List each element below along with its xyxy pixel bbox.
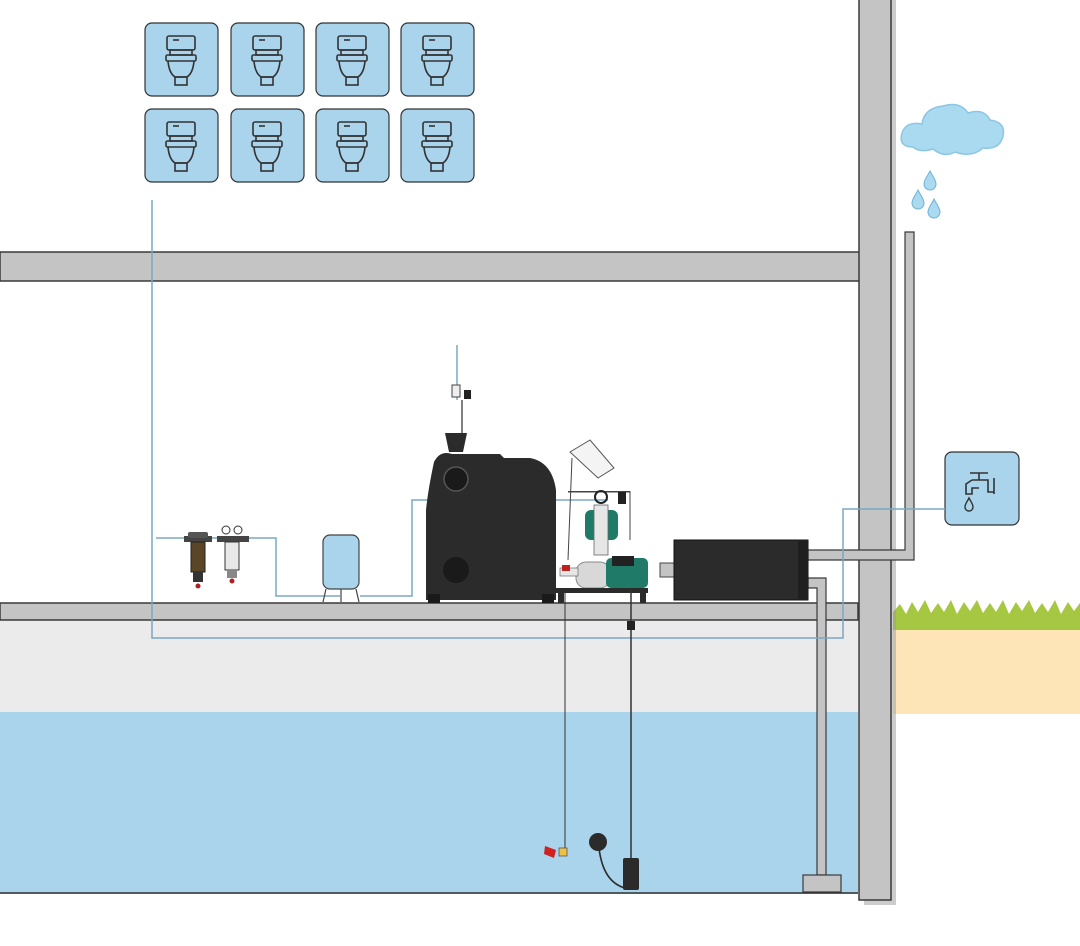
toilet-icon [315,108,390,183]
upper-floor-slab [0,251,891,282]
rain-drop-icon [923,170,937,191]
toilet-icon [230,22,305,97]
toilet-icon [230,108,305,183]
sediment-filter-1 [184,532,212,589]
tap-icon [944,451,1020,526]
grass [893,600,1080,630]
toilet-icon [144,22,219,97]
ground-floor-slab [0,602,859,621]
water-tank [0,712,858,894]
basement-band [0,620,858,712]
expansion-vessel [322,534,360,603]
rain-cloud-icon [900,103,1005,156]
rain-drop-icon [927,198,941,219]
toilet-icon [144,108,219,183]
float-switch-line [544,590,568,858]
outer-wall [858,0,892,901]
toilet-grid [144,22,475,183]
toilet-icon [315,22,390,97]
soil [893,622,1080,714]
toilet-icon [400,22,475,97]
sediment-filter-2 [217,525,249,584]
toilet-icon [400,108,475,183]
pump-assembly [556,439,648,603]
control-unit [426,384,556,603]
suction-line [589,590,639,890]
rain-drop-icon [911,189,925,210]
uv-unit [659,539,809,601]
